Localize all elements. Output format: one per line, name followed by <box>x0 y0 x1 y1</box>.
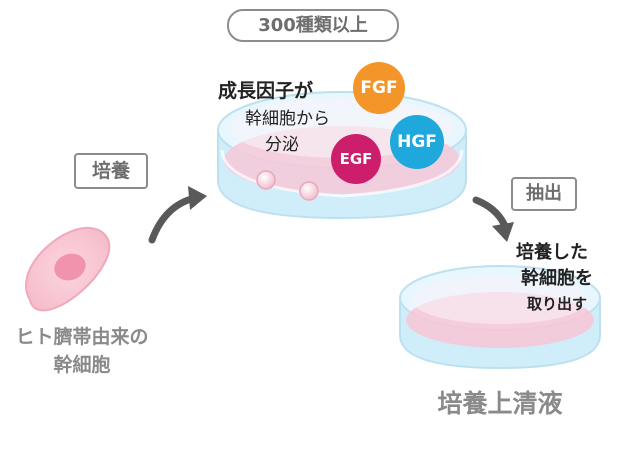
egf-factor-icon: EGF <box>331 134 381 184</box>
cell-label-line1: ヒト臍帯由来の <box>15 326 149 348</box>
secretion-line3: 分泌 <box>265 135 299 155</box>
cell-bead-icon <box>256 170 276 190</box>
count-badge: 300種類以上 <box>227 9 399 42</box>
secretion-line2: 幹細胞から <box>245 109 330 129</box>
extraction-line3: 取り出す <box>527 295 588 313</box>
secretion-line1: 成長因子が <box>218 80 314 102</box>
culture-dish-icon <box>217 91 467 220</box>
extract-badge: 抽出 <box>511 177 577 211</box>
result-label: 培養上清液 <box>437 389 563 418</box>
hgf-factor-icon: HGF <box>390 115 444 169</box>
curved-arrow-down-icon <box>472 196 514 242</box>
cell-bead-icon <box>299 181 319 201</box>
fgf-factor-icon: FGF <box>353 62 405 114</box>
extraction-line2: 幹細胞を <box>521 268 593 289</box>
supernatant-dish-icon <box>399 265 601 370</box>
cell-label-line2: 幹細胞 <box>53 354 111 376</box>
extraction-line1: 培養した <box>516 242 588 263</box>
curved-arrow-up-icon <box>148 186 207 244</box>
culture-badge: 培養 <box>74 153 148 189</box>
stem-cell-icon <box>25 227 111 312</box>
